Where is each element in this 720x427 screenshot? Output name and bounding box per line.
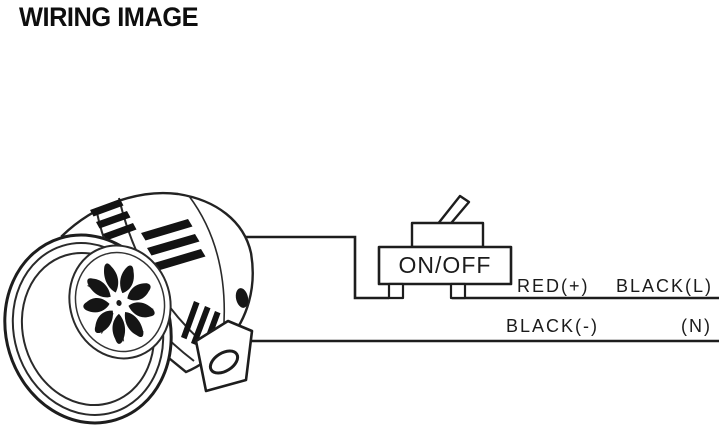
switch-terminal-left (387, 282, 405, 300)
bracket-hole (208, 349, 240, 375)
page-title: WIRING IMAGE (19, 2, 199, 32)
siren-terminal-knob (235, 288, 249, 308)
label-black-line: BLACK(L) (616, 276, 714, 296)
siren-fan-petals (83, 263, 155, 344)
wires (236, 235, 719, 343)
toggle-switch (377, 194, 513, 300)
siren-vent-slots (90, 199, 221, 352)
label-neutral: (N) (681, 316, 712, 336)
label-black-negative: BLACK(-) (506, 316, 600, 336)
switch-label: ON/OFF (398, 252, 492, 278)
siren-bracket (194, 319, 254, 393)
switch-toggle-base (410, 221, 485, 249)
label-red-positive: RED(+) (517, 276, 590, 296)
siren-illustration (3, 191, 254, 425)
switch-body (377, 245, 513, 286)
wire-siren-to-switch (238, 235, 389, 300)
switch-terminal-right (449, 282, 467, 300)
fan-hub (116, 300, 122, 306)
